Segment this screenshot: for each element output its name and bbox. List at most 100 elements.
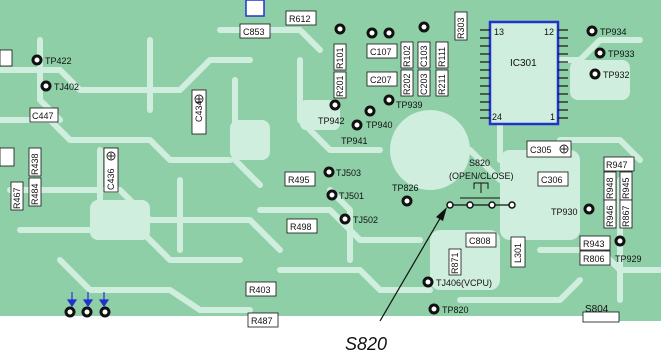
r612-box: [285, 10, 317, 26]
r806-label: R806: [583, 254, 605, 264]
tj406-label: TJ406(VCPU): [436, 278, 492, 288]
tj502-point: [339, 213, 351, 225]
c107-label: C107: [370, 47, 392, 57]
ic301-pin12: 12: [544, 27, 554, 37]
r943-label: R943: [583, 239, 605, 249]
r871-label: R871: [450, 252, 460, 274]
tp933-label: TP933: [608, 49, 635, 59]
left-part-box-2: [0, 147, 15, 167]
r612-label: R612: [289, 14, 311, 24]
r484-label: R484: [30, 183, 40, 205]
c305-label: C305: [530, 145, 552, 155]
r201-label: R201: [335, 75, 345, 97]
r101-box: [333, 43, 347, 71]
tj402-label: TJ402: [54, 82, 79, 92]
r201-box: [333, 71, 347, 99]
tp939-label: TP939: [396, 100, 423, 110]
r303-label: R303: [456, 17, 466, 39]
ic301: IC301 13 12 24 1: [480, 20, 568, 126]
tp934-label: TP934: [600, 27, 627, 37]
tp-bottom-1: [64, 306, 76, 318]
tp820-point: [428, 303, 440, 315]
r871-box: [448, 248, 462, 276]
r487-box: [247, 312, 279, 328]
bottom-arrows: [66, 292, 110, 308]
tp939-point: [383, 94, 395, 106]
ic301-pin13: 13: [494, 27, 504, 37]
r946-label: R946: [605, 205, 615, 227]
text-labels: TP934 TP933 TP932 TP422 TJ402 TP939 TP94…: [45, 27, 642, 315]
r867-label: R867: [621, 205, 631, 227]
tp826-label: TP826: [392, 183, 419, 193]
c203-label: C203: [419, 73, 429, 95]
r948-label: R948: [605, 177, 615, 199]
c305-box: [526, 140, 572, 158]
r438-box: [28, 147, 42, 177]
test-points: [31, 21, 626, 318]
tp942-point: [329, 99, 341, 111]
tp930-point: [583, 203, 595, 215]
tp932-label: TP932: [603, 70, 630, 80]
c434-label: C434: [194, 100, 204, 122]
tj502-label: TJ502: [353, 215, 378, 225]
ic301-pin1: 1: [550, 112, 555, 122]
tp-unlabeled-3: [383, 27, 395, 39]
c306-box: [537, 171, 569, 187]
ic301-label: IC301: [510, 58, 537, 69]
tp929-point: [614, 235, 626, 247]
tj406-point: [422, 276, 434, 288]
r487-label: R487: [251, 316, 273, 326]
tp820-label: TP820: [442, 305, 469, 315]
r202-label: R202: [402, 73, 412, 95]
c103-box: [417, 41, 431, 69]
c306-label: C306: [541, 175, 563, 185]
tp940-point: [364, 105, 376, 117]
tp933-point: [594, 47, 606, 59]
tj501-point: [326, 189, 338, 201]
l301-label: L301: [513, 243, 523, 263]
r947-box: [603, 156, 635, 172]
c447-box: [29, 107, 59, 123]
tp941-point: [351, 119, 363, 131]
c808-box: [465, 232, 497, 248]
r498-label: R498: [290, 222, 312, 232]
c853-label: C853: [243, 27, 265, 37]
polarity-marks: [106, 94, 569, 161]
tp826-point: [401, 195, 413, 207]
r403-label: R403: [249, 285, 271, 295]
left-part-box-1: [0, 49, 13, 67]
c808-label: C808: [469, 236, 491, 246]
ic301-pins: [480, 29, 568, 119]
r211-label: R211: [437, 74, 447, 95]
s804-box: [582, 311, 620, 323]
r806-box: [579, 250, 611, 266]
c103-label: C103: [419, 45, 429, 67]
tj503-label: TJ503: [336, 168, 361, 178]
c207-box: [366, 71, 398, 87]
r495-label: R495: [288, 175, 310, 185]
component-boxes: R612 C107 C207 C447 C305 R947 R495 C306 …: [0, 10, 635, 328]
c853-outline: [245, 0, 265, 17]
tp932-point: [589, 68, 601, 80]
tp940-label: TP940: [366, 120, 393, 130]
tp422-point: [31, 54, 43, 66]
r947-label: R947: [606, 160, 628, 170]
r467-box: [10, 181, 24, 211]
r943-box: [579, 235, 611, 251]
r403-box: [245, 281, 277, 297]
r111-box: [435, 41, 449, 69]
c447-label: C447: [32, 111, 54, 121]
tp-bottom-2: [81, 306, 93, 318]
c203-box: [417, 69, 431, 97]
c207-label: C207: [370, 75, 392, 85]
r202-box: [400, 69, 414, 97]
r111-label: R111: [437, 47, 447, 67]
r498-box: [286, 218, 318, 234]
s804-label: S804: [585, 304, 609, 315]
tp929-label: TP929: [615, 254, 642, 264]
tp942-label: TP942: [318, 116, 345, 126]
r484-box: [28, 177, 42, 207]
tp941-label: TP941: [341, 136, 368, 146]
